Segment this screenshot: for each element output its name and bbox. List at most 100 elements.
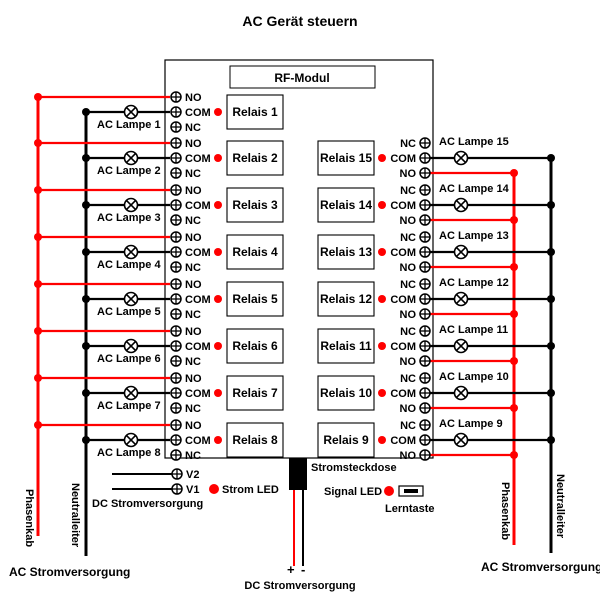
neutral-junction-dot <box>547 342 555 350</box>
relay-label: Relais 1 <box>232 105 278 119</box>
no-terminal-label: NO <box>185 420 202 432</box>
terminal-screw-icon <box>170 340 182 352</box>
lamp-label: AC Lampe 14 <box>439 183 510 195</box>
terminal-screw-icon <box>170 137 182 149</box>
phase-junction-dot <box>34 327 42 335</box>
lamp-label: AC Lampe 2 <box>97 165 161 177</box>
lamp-cross-icon <box>123 291 139 307</box>
terminal-screw-icon <box>170 372 182 384</box>
terminal-screw-icon <box>419 278 431 290</box>
terminal-screw-icon <box>419 199 431 211</box>
relay-label: Relais 5 <box>232 292 278 306</box>
lamp-label: AC Lampe 4 <box>97 259 161 271</box>
phase-junction-dot <box>510 263 518 271</box>
relay-label: Relais 14 <box>320 198 372 212</box>
neutral-junction-dot <box>82 389 90 397</box>
neutral-junction-dot <box>82 295 90 303</box>
relay-box <box>317 234 375 270</box>
terminal-screw-icon <box>170 419 182 431</box>
terminal-screw-icon <box>419 355 431 367</box>
phase-junction-dot <box>510 310 518 318</box>
no-terminal-label: NO <box>185 92 202 104</box>
rf-module-label-box <box>229 65 376 89</box>
led-dot-icon <box>384 486 394 496</box>
phase-junction-dot <box>34 280 42 288</box>
no-terminal-label: NO <box>400 309 417 321</box>
terminal-screw-icon <box>419 449 431 461</box>
relay-led-icon <box>378 201 386 209</box>
ac-supply-right-label: AC Stromversorgung <box>481 560 600 574</box>
neutral-junction-dot <box>547 248 555 256</box>
nc-terminal-label: NC <box>185 215 201 227</box>
terminal-screw-icon <box>419 340 431 352</box>
no-terminal-label: NO <box>400 262 417 274</box>
phase-right-label: Phasenkab <box>499 482 511 540</box>
terminal-screw-icon <box>170 387 182 399</box>
relay-label: Relais 11 <box>320 339 372 353</box>
phase-junction-dot <box>34 421 42 429</box>
com-terminal-label: COM <box>185 435 211 447</box>
lamp-cross-icon <box>123 432 139 448</box>
relay-label: Relais 7 <box>232 386 278 400</box>
relay-label: Relais 10 <box>320 386 372 400</box>
phase-junction-dot <box>34 139 42 147</box>
lamp-label: AC Lampe 1 <box>97 119 161 131</box>
dc-supply-left-label: DC Stromversorgung <box>92 498 203 510</box>
com-terminal-label: COM <box>185 294 211 306</box>
neutral-junction-dot <box>82 436 90 444</box>
com-terminal-label: COM <box>390 294 416 306</box>
neutral-junction-dot <box>547 389 555 397</box>
terminal-screw-icon <box>419 184 431 196</box>
lamp-cross-icon <box>123 150 139 166</box>
terminal-screw-icon <box>170 231 182 243</box>
relay-label: Relais 8 <box>232 433 278 447</box>
neutral-junction-dot <box>82 108 90 116</box>
phase-junction-dot <box>510 404 518 412</box>
relay-box <box>317 187 375 223</box>
com-terminal-label: COM <box>390 388 416 400</box>
terminal-screw-icon <box>419 387 431 399</box>
terminal-screw-icon <box>419 231 431 243</box>
no-terminal-label: NO <box>185 326 202 338</box>
no-terminal-label: NO <box>185 279 202 291</box>
terminal-screw-icon <box>170 434 182 446</box>
relay-box <box>317 281 375 317</box>
relay-led-icon <box>214 389 222 397</box>
lamp-cross-icon <box>453 150 469 166</box>
phase-junction-dot <box>34 233 42 241</box>
lamp-label: AC Lampe 5 <box>97 306 161 318</box>
relay-label: Relais 3 <box>232 198 278 212</box>
neutral-junction-dot <box>547 436 555 444</box>
nc-terminal-label: NC <box>185 122 201 134</box>
neutral-junction-dot <box>547 201 555 209</box>
terminal-screw-icon <box>419 137 431 149</box>
terminal-screw-icon <box>171 483 183 495</box>
relay-led-icon <box>214 154 222 162</box>
relay-label: Relais 12 <box>320 292 372 306</box>
relay-box <box>226 281 284 317</box>
lamp-cross-icon <box>123 104 139 120</box>
no-terminal-label: NO <box>400 168 417 180</box>
no-terminal-label: NO <box>400 356 417 368</box>
nc-terminal-label: NC <box>400 185 416 197</box>
phase-junction-dot <box>510 169 518 177</box>
com-terminal-label: COM <box>185 341 211 353</box>
relay-label: Relais 6 <box>232 339 278 353</box>
signal-led-label: Signal LED <box>324 486 382 498</box>
no-terminal-label: NO <box>400 215 417 227</box>
stromsteckdose-label: Stromsteckdose <box>311 462 397 474</box>
terminal-screw-icon <box>419 372 431 384</box>
no-terminal-label: NO <box>185 185 202 197</box>
terminal-screw-icon <box>419 434 431 446</box>
no-terminal-label: NO <box>185 138 202 150</box>
relay-led-icon <box>378 342 386 350</box>
nc-terminal-label: NC <box>400 326 416 338</box>
